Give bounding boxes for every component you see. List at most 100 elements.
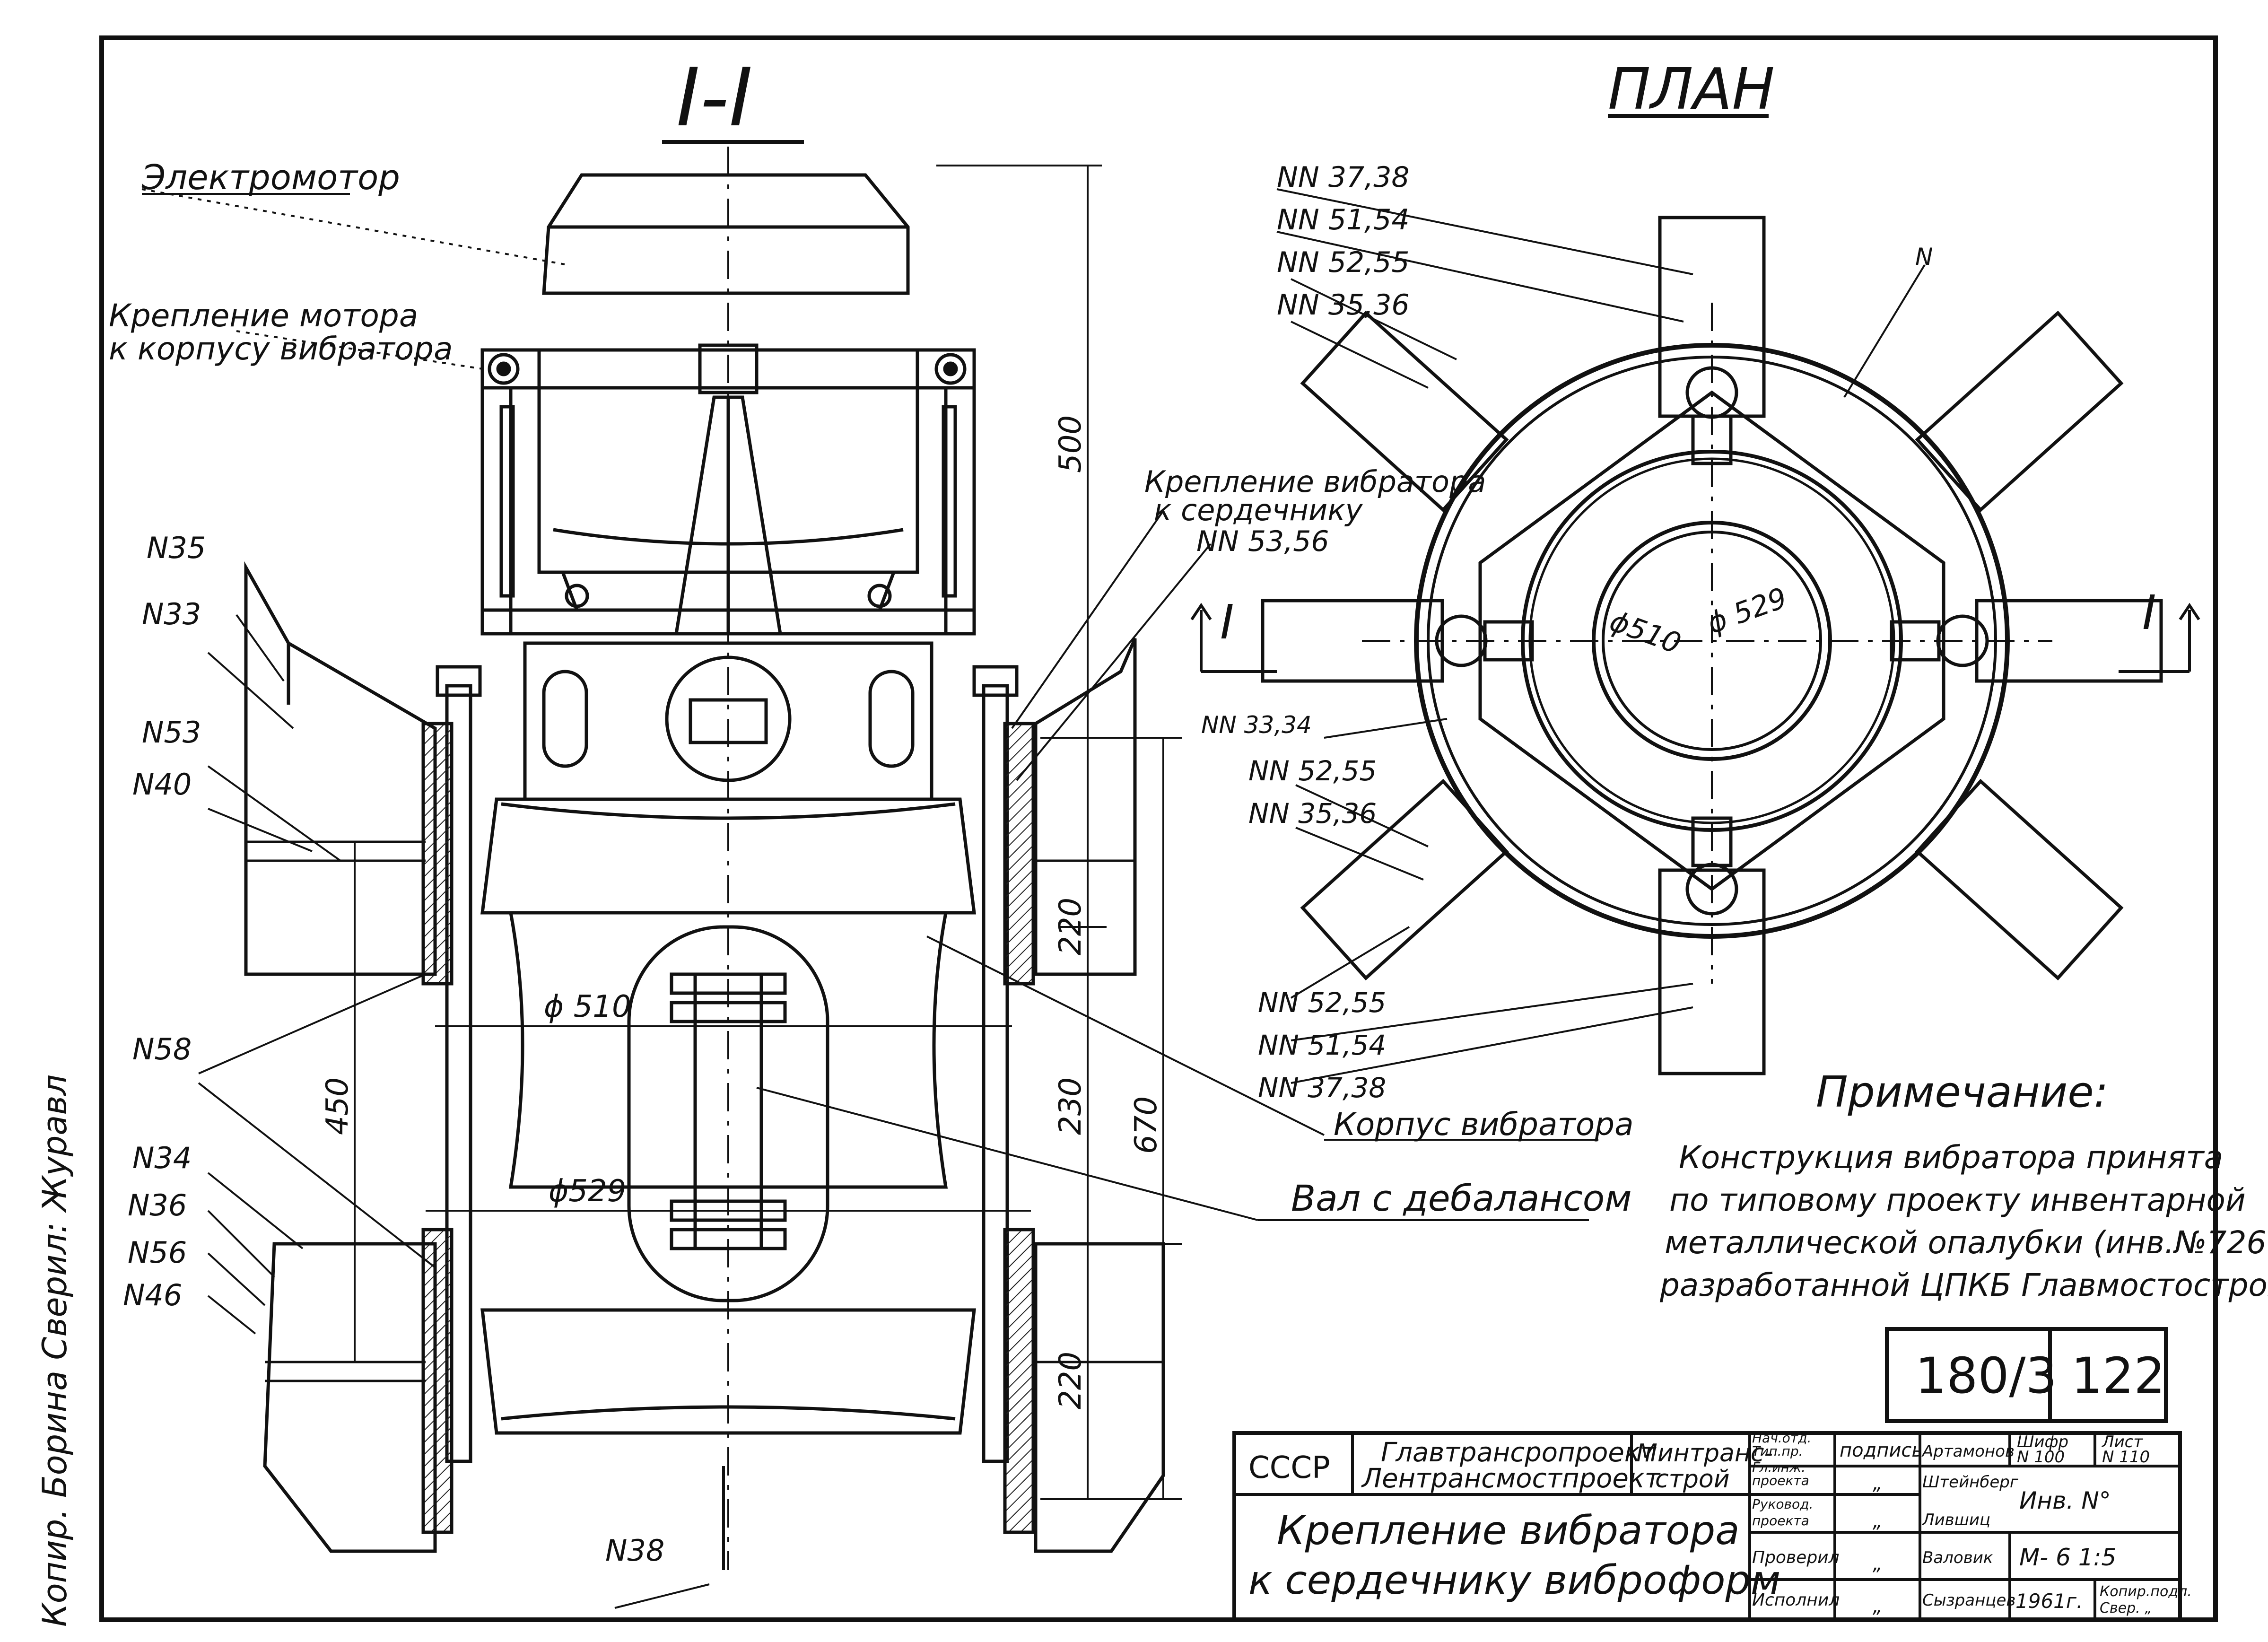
note-block: Примечание: Конструкция вибратора принят…: [1659, 1067, 2268, 1303]
dim-220-top: 220: [1053, 898, 1088, 955]
margin-signature-text: Копир. Борина Сверил: Журавл: [35, 1074, 74, 1627]
tb-ministry-1: Минтранс-: [1636, 1439, 1773, 1467]
ref-n35: N35: [147, 531, 206, 565]
core-plate-right-lower: [1003, 1228, 1035, 1534]
mount-bolt-right: [934, 353, 967, 385]
plan-dia510: ϕ510: [1605, 604, 1685, 660]
callout-motor-mount-1: Крепление мотора: [109, 297, 418, 334]
tb-copy-label-1: Копир.подл.: [2100, 1583, 2192, 1600]
callout-vibrator-mount-1: Крепление вибратора: [1144, 464, 1486, 499]
ref-n38: N38: [605, 1533, 664, 1568]
formwork-left-upper: [244, 561, 437, 976]
housing-lower-flange: [480, 1308, 976, 1435]
dim-450: 450: [320, 1077, 355, 1135]
tb-sig-mark-4: „: [1873, 1596, 1883, 1617]
tb-name-4: Валовик: [1922, 1548, 1993, 1567]
section-title: I-I: [676, 51, 753, 145]
note-line-4: разработанной ЦПКБ Главмостостроя.: [1659, 1267, 2268, 1303]
tb-role-8: Исполнил: [1752, 1590, 1840, 1610]
plan-title: ПЛАН: [1608, 57, 1775, 122]
ref-n33: N33: [142, 597, 201, 631]
tb-role-2: Тип.пр.: [1752, 1443, 1803, 1459]
tb-role-5: Руковод.: [1752, 1496, 1813, 1512]
plan-ref-nn5154-top: NN 51,54: [1277, 203, 1410, 236]
mount-bolt-left: [488, 353, 520, 385]
housing-upper-flange: [480, 797, 976, 915]
plan-ref-nn3536-top: NN 35,36: [1277, 288, 1410, 322]
ref-n53: N53: [142, 715, 201, 750]
dim-230: 230: [1053, 1077, 1088, 1135]
tb-role-3: Гл.инж.: [1752, 1459, 1806, 1475]
ref-n36: N36: [128, 1188, 187, 1223]
plan-ref-nn3536-mid: NN 35,36: [1248, 797, 1377, 830]
shaft-window: [627, 925, 829, 1302]
core-plate-right-upper: [1003, 722, 1035, 986]
side-bolt-left: [445, 684, 472, 1463]
section-mark-left: I: [1220, 594, 1234, 650]
plan-ref-nn5154-bottom: NN 51,54: [1258, 1029, 1386, 1061]
section-view: I-I: [141, 51, 1325, 1609]
note-line-2: по типовому проекту инвентарной: [1669, 1182, 2246, 1218]
formwork-left-lower: [263, 1242, 437, 1553]
callout-housing: Корпус вибратора: [1334, 1106, 1634, 1143]
tb-sheet-label-1: Лист: [2101, 1432, 2143, 1451]
sheet-number: 122: [2071, 1347, 2165, 1405]
dim-220-bottom: 220: [1053, 1352, 1088, 1409]
section-mark-right: I: [2142, 585, 2156, 640]
tb-name-5: Сызранцев: [1922, 1591, 2015, 1610]
inner-ring-dia529: [1592, 521, 1832, 761]
tb-name-2: Штейнберг: [1922, 1473, 2019, 1492]
inner-ring-dia510: [1602, 531, 1822, 751]
note-line-1: Конструкция вибратора принята: [1679, 1139, 2223, 1176]
inner-ring-outer: [1521, 450, 1903, 832]
sheet-code-box: 180/3 122: [1885, 1327, 2168, 1423]
sheet-frame: [99, 35, 2218, 1622]
tb-role-6: проекта: [1752, 1513, 1809, 1528]
outer-ring: [1414, 343, 2010, 939]
plan-ref-nn3738-top: NN 37,38: [1277, 161, 1410, 194]
callout-vibrator-mount-2: к сердечнику: [1154, 493, 1363, 527]
sheet-code: 180/3: [1915, 1347, 2057, 1405]
tb-year: 1961г.: [2015, 1590, 2083, 1613]
plan-view: [1190, 114, 2200, 1084]
tb-org-2: Лентрансмостпроект: [1361, 1463, 1661, 1494]
plan-ref-nn3738-bottom: NN 37,38: [1258, 1072, 1386, 1104]
tb-scale: М- 6 1:5: [2019, 1544, 2116, 1571]
tb-org-1: Главтрансропроект: [1381, 1437, 1657, 1468]
tb-sheet-label-2: N 110: [2102, 1448, 2150, 1467]
tb-signature-header: подпись: [1840, 1440, 1923, 1461]
core-plate-left-upper: [421, 722, 454, 986]
motor-cap: [542, 173, 910, 295]
tb-sig-mark-3: „: [1873, 1553, 1883, 1575]
tb-drawing-title-1: Крепление вибратора: [1277, 1507, 1740, 1554]
callout-motor: Электромотор: [141, 157, 400, 197]
ref-n58: N58: [132, 1032, 192, 1066]
callout-motor-mount-2: к корпусу вибратора: [109, 331, 453, 367]
tb-role-1: Нач.отд.: [1752, 1430, 1811, 1446]
ref-n56: N56: [128, 1235, 187, 1270]
dim-dia510: ϕ 510: [544, 989, 631, 1024]
ref-n34: N34: [132, 1141, 192, 1175]
tb-cipher-label-1: Шифр: [2017, 1432, 2068, 1451]
title-block: [1232, 1431, 2182, 1622]
tb-inv-label: Инв. N°: [2019, 1487, 2111, 1514]
side-bolt-right: [982, 684, 1009, 1463]
plan-ref-nn5255-mid: NN 52,55: [1248, 755, 1377, 787]
plan-ref-nn5255-bottom: NN 52,55: [1258, 987, 1386, 1019]
tb-drawing-title-2: к сердечнику виброформ: [1248, 1557, 1780, 1603]
ref-nn5356: NN 53,56: [1196, 525, 1329, 558]
plan-dia529: ϕ 529: [1703, 581, 1791, 640]
dim-670: 670: [1129, 1096, 1164, 1154]
ref-n46: N46: [123, 1278, 182, 1312]
tb-cipher-label-2: N 100: [2017, 1448, 2065, 1467]
plan-ref-n: N: [1915, 243, 1933, 271]
core-plate-left-lower: [421, 1228, 454, 1534]
formwork-right-upper: [1034, 638, 1137, 976]
ref-n40: N40: [132, 767, 192, 802]
tb-name-3: Лившиц: [1921, 1511, 1990, 1529]
tb-role-4: проекта: [1752, 1473, 1809, 1488]
tb-sig-mark-2: „: [1873, 1511, 1883, 1532]
tb-country: СССР: [1248, 1450, 1330, 1485]
callout-shaft: Вал с дебалансом: [1291, 1177, 1632, 1219]
